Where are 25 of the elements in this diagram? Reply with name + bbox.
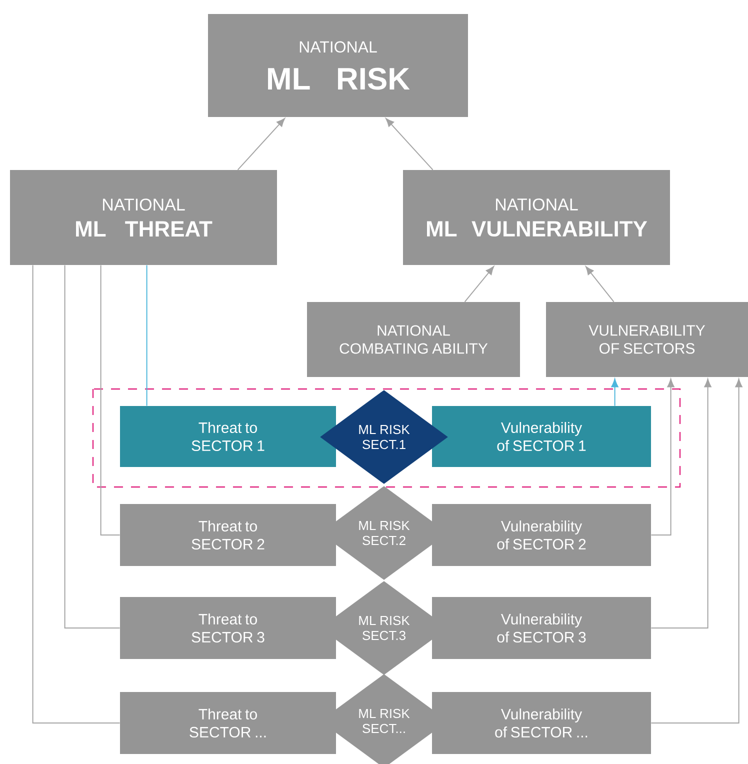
process-box: Vulnerability of SECTOR 1 xyxy=(432,406,651,467)
process-box: Vulnerability of SECTOR 2 xyxy=(432,504,651,566)
arrow xyxy=(386,118,434,170)
process-box: NATIONAL ML RISK xyxy=(208,14,468,117)
connector-line xyxy=(64,264,120,628)
arrow xyxy=(237,118,285,170)
process-box: Vulnerability of SECTOR 3 xyxy=(432,597,651,659)
process-box: NATIONAL ML THREAT xyxy=(10,170,277,265)
process-box: VULNERABILITY OF SECTORS xyxy=(546,302,748,377)
arrow xyxy=(650,378,674,536)
connector-line xyxy=(100,264,120,536)
process-box: Threat to SECTOR ... xyxy=(120,692,336,754)
arrow xyxy=(586,266,614,302)
connector-line xyxy=(32,264,120,724)
connector-line xyxy=(146,264,148,406)
arrow xyxy=(611,378,618,406)
process-box: Threat to SECTOR 2 xyxy=(120,504,336,566)
arrow xyxy=(650,378,712,628)
arrow xyxy=(650,378,742,724)
process-box: Vulnerability of SECTOR ... xyxy=(432,692,651,754)
process-box: NATIONAL COMBATING ABILITY xyxy=(307,302,520,377)
arrow xyxy=(464,266,494,302)
process-box: Threat to SECTOR 3 xyxy=(120,597,336,659)
process-box: Threat to SECTOR 1 xyxy=(120,406,336,467)
process-box: NATIONAL ML VULNERABILITY xyxy=(403,170,670,265)
